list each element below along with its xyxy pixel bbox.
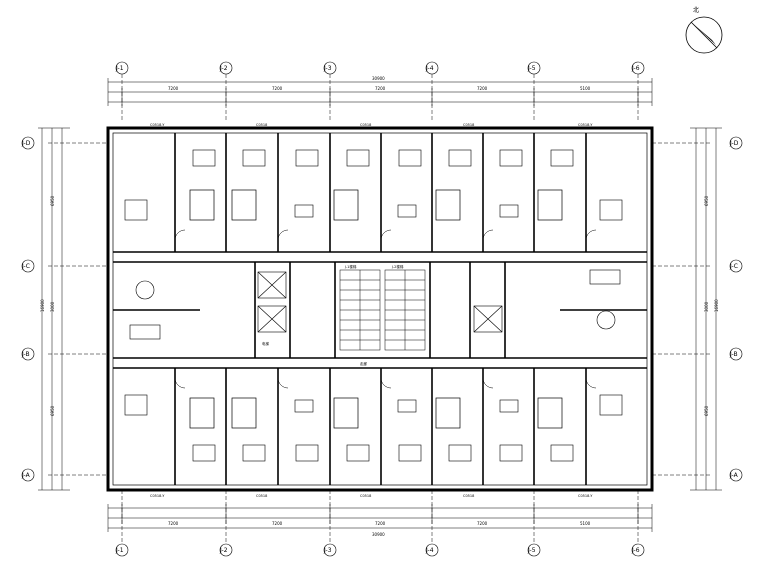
beds <box>124 149 623 462</box>
grid-row-label: J-D <box>21 140 31 147</box>
left-dimension-lines <box>38 127 108 491</box>
dim-bay: 5100 <box>580 86 591 91</box>
door-swings <box>174 229 597 389</box>
window-label: C0518 <box>360 123 371 127</box>
window-label: C0518 <box>360 494 371 498</box>
exterior-walls <box>106 126 654 492</box>
window-label: C0518-Y <box>150 494 165 498</box>
bottom-grid-bubbles: J-1 J-2 J-3 J-4 J-5 J-6 <box>115 543 645 557</box>
bottom-dimension-text: 30900 7200 7200 7200 7200 5100 <box>168 521 591 537</box>
left-grid-bubbles: J-D J-C J-B J-A <box>21 136 35 482</box>
grid-col-label: J-1 <box>115 65 124 72</box>
grid-col-label: J-2 <box>219 547 228 554</box>
grid-col-label: J-3 <box>323 65 332 72</box>
grid-col-label: J-6 <box>631 547 640 554</box>
corridor-label: 走廊 <box>360 361 368 366</box>
elevator-label: 电梯 <box>262 341 270 346</box>
grid-row-label: J-C <box>729 263 738 270</box>
dim-row-total: 16900 <box>40 299 45 312</box>
dim-row-span: 6950 <box>50 195 55 206</box>
stair-right <box>384 269 426 351</box>
dim-row-span: 3000 <box>50 301 55 312</box>
dim-bay: 7200 <box>375 521 386 526</box>
dim-total-width: 30900 <box>372 532 385 537</box>
top-dimension-text: 30900 7200 7200 7200 7200 5100 <box>168 76 591 91</box>
north-arrow: 北 <box>685 6 723 54</box>
grid-col-label: J-3 <box>323 547 332 554</box>
grid-col-label: J-6 <box>631 65 640 72</box>
dim-total-width: 30900 <box>372 76 385 81</box>
stair-right-label: J-2楼梯 <box>391 264 404 269</box>
dim-row-span: 3000 <box>704 301 709 312</box>
bottom-dimension-lines <box>107 490 653 544</box>
dim-bay: 7200 <box>168 86 179 91</box>
stair-left <box>339 269 381 351</box>
dim-row-span: 6950 <box>704 405 709 416</box>
grid-row-label: J-B <box>21 351 30 358</box>
dim-bay: 7200 <box>477 521 488 526</box>
dim-bay: 7200 <box>477 86 488 91</box>
right-dimension-text: 6950 3000 6950 16900 <box>704 195 719 416</box>
grid-row-label: J-A <box>729 472 739 479</box>
dim-row-span: 6950 <box>50 405 55 416</box>
dim-row-total: 16900 <box>714 299 719 312</box>
window-label: C0518 <box>463 494 474 498</box>
tables <box>129 204 621 413</box>
stair-left-label: J-1楼梯 <box>344 264 357 269</box>
grid-row-label: J-B <box>729 351 738 358</box>
dim-bay: 7200 <box>375 86 386 91</box>
grid-row-label: J-D <box>729 140 739 147</box>
grid-col-label: J-4 <box>425 65 434 72</box>
window-label: C0518 <box>463 123 474 127</box>
right-dimension-lines <box>652 127 722 491</box>
grid-col-label: J-5 <box>527 65 536 72</box>
top-dimension-lines <box>107 74 653 120</box>
grid-col-label: J-4 <box>425 547 434 554</box>
dim-bay: 7200 <box>168 521 179 526</box>
top-grid-bubbles: J-1 J-2 J-3 J-4 J-5 J-6 <box>115 61 645 75</box>
grid-col-label: J-2 <box>219 65 228 72</box>
dim-bay: 7200 <box>272 521 283 526</box>
north-label: 北 <box>693 6 699 14</box>
dim-row-span: 6950 <box>704 195 709 206</box>
right-grid-bubbles: J-D J-C J-B J-A <box>729 136 743 482</box>
window-labels: C0518-Y C0518 C0518 C0518 C0518-Y C0518-… <box>150 123 593 498</box>
grid-row-label: J-C <box>21 263 30 270</box>
window-label: C0518 <box>256 123 267 127</box>
elevator-shafts <box>257 271 503 333</box>
grid-row-label: J-A <box>21 472 31 479</box>
window-label: C0518 <box>256 494 267 498</box>
interior-walls <box>113 133 647 485</box>
bathrooms <box>189 189 563 429</box>
grid-col-label: J-5 <box>527 547 536 554</box>
dim-bay: 5100 <box>580 521 591 526</box>
dim-bay: 7200 <box>272 86 283 91</box>
window-label: C0518-Y <box>150 123 165 127</box>
window-label: C0518-Y <box>578 123 593 127</box>
grid-col-label: J-1 <box>115 547 124 554</box>
window-label: C0518-Y <box>578 494 593 498</box>
left-dimension-text: 6950 3000 6950 16900 <box>40 195 55 416</box>
